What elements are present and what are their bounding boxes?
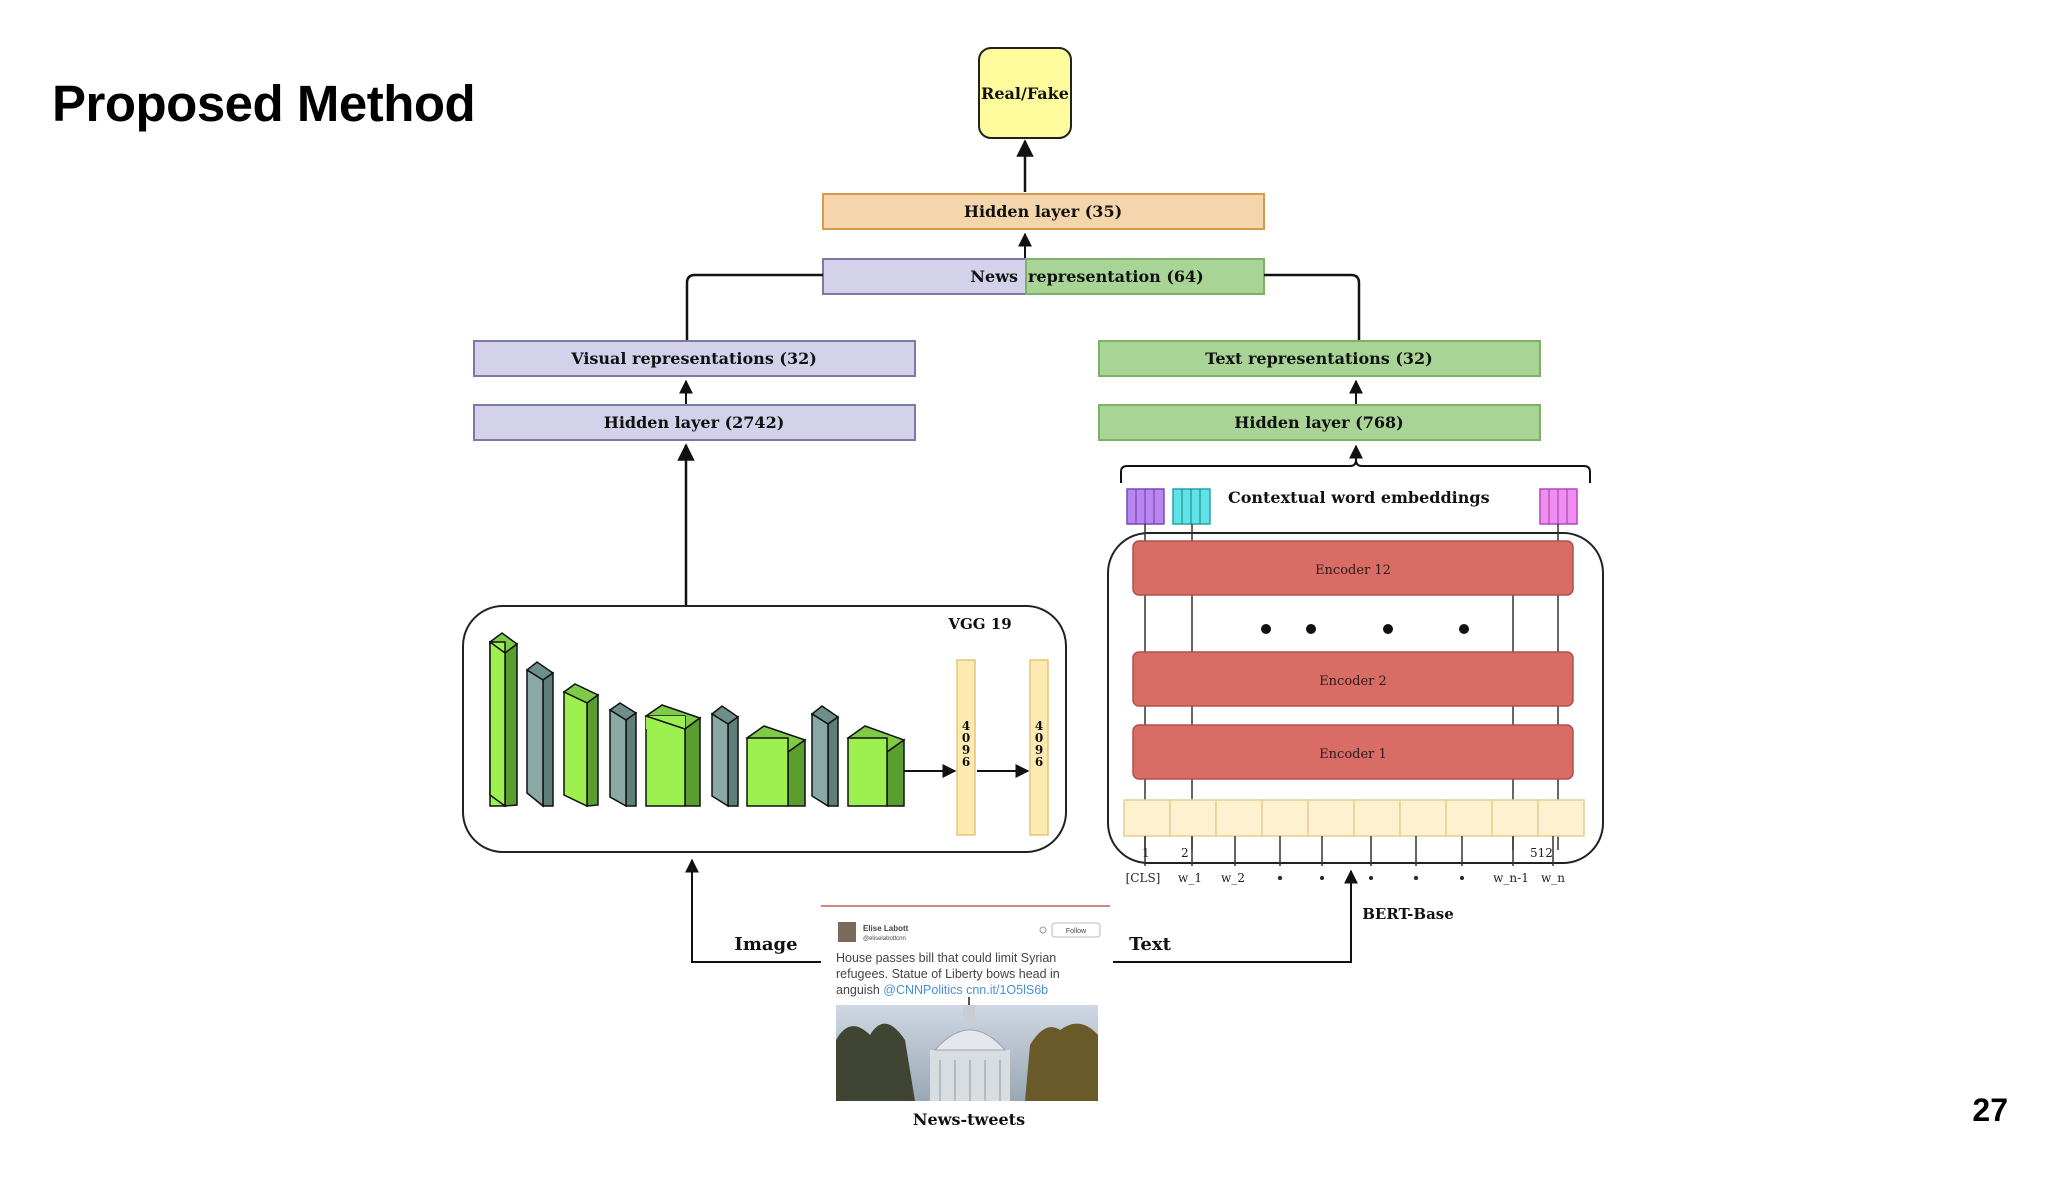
token-cls: [CLS] [1126, 871, 1161, 885]
text-to-news-connector [1264, 273, 1361, 340]
tweet-handle: @eliselabottcnn [863, 936, 906, 942]
vgg-label: VGG 19 [947, 615, 1011, 633]
encoder-12 [1132, 540, 1574, 596]
tweet-line-3: anguish @CNNPolitics cnn.it/1O5lS6b [836, 983, 1048, 997]
svg-text:0: 0 [962, 731, 970, 745]
news-tweets-label: News-tweets [913, 1110, 1025, 1129]
svg-text:6: 6 [962, 755, 970, 769]
svg-text:4: 4 [962, 719, 970, 733]
bert-base-label: BERT-Base [1362, 905, 1454, 923]
news-rep-visual-half [822, 258, 1027, 295]
svg-text:6: 6 [1035, 755, 1043, 769]
embedding-wn [1539, 488, 1578, 525]
text-rep-label: Text representations (32) [1205, 349, 1433, 368]
slide-title: Proposed Method [52, 75, 476, 132]
fc-layer-1-digits: 4 0 9 6 [962, 719, 970, 769]
text-input-label: Text [1129, 934, 1172, 955]
visual-rep-box [473, 340, 916, 377]
token-w1: w_1 [1178, 871, 1202, 885]
embedding-w1 [1172, 488, 1211, 525]
news-rep-label-left: News [970, 267, 1018, 286]
text-rep-box [1098, 340, 1541, 377]
image-input-label: Image [734, 934, 797, 955]
fc-layer-1 [956, 659, 976, 836]
hidden-layer-35-label: Hidden layer (35) [964, 202, 1122, 221]
token-w2: w_2 [1221, 871, 1245, 885]
encoder-12-label: Encoder 12 [1315, 563, 1391, 578]
token-wn-1: w_n-1 [1493, 871, 1529, 885]
hidden-layer-768-box [1098, 404, 1541, 441]
visual-to-news-connector [685, 273, 823, 340]
avatar [838, 922, 856, 942]
tweet-line-2: refugees. Statue of Liberty bows head in [836, 967, 1060, 981]
follow-label: Follow [1066, 928, 1087, 935]
news-rep-label-right: representation (64) [1028, 267, 1204, 286]
hidden-layer-2742-label: Hidden layer (2742) [604, 413, 785, 432]
page-number: 27 [1972, 1092, 2008, 1128]
svg-text:9: 9 [1035, 743, 1043, 757]
token-ticks [1144, 836, 1554, 866]
svg-text:9: 9 [962, 743, 970, 757]
encoder-1-label: Encoder 1 [1319, 747, 1387, 762]
embeddings-brace [1120, 459, 1591, 483]
token-wn: w_n [1541, 871, 1565, 885]
vgg-container [462, 605, 1067, 853]
svg-text:0: 0 [1035, 731, 1043, 745]
bert-container [1107, 532, 1604, 864]
follow-button [1051, 922, 1101, 938]
text-input-arrow [1113, 869, 1358, 963]
token-ellipsis [1278, 876, 1464, 880]
position-1: 1 [1142, 846, 1150, 860]
encoder-1 [1132, 724, 1574, 780]
hidden-layer-35-box [822, 193, 1265, 230]
tweet-author: Elise Labott [863, 924, 909, 933]
fc-layer-2-digits: 4 0 9 6 [1035, 719, 1043, 769]
position-512: 512 [1530, 846, 1553, 860]
gear-icon [1039, 926, 1047, 934]
vgg-conv-blocks [488, 632, 906, 808]
embedding-cls [1126, 488, 1165, 525]
svg-text:4: 4 [1035, 719, 1043, 733]
image-input-arrow [685, 858, 821, 963]
encoder-2 [1132, 651, 1574, 707]
position-2: 2 [1181, 846, 1189, 860]
output-box [978, 47, 1072, 139]
tweet-line-1: House passes bill that could limit Syria… [836, 951, 1056, 965]
output-label: Real/Fake [981, 84, 1069, 103]
tweet-card: Elise Labott @eliselabottcnn Follow Hous… [821, 905, 1110, 1101]
embeddings-label: Contextual word embeddings [1228, 488, 1490, 507]
hidden-layer-768-label: Hidden layer (768) [1234, 413, 1403, 432]
visual-rep-label: Visual representations (32) [570, 349, 817, 368]
encoder-ellipsis [1261, 624, 1469, 634]
hidden-layer-2742-box [473, 404, 916, 441]
tweet-photo [836, 997, 1098, 1101]
encoder-2-label: Encoder 2 [1319, 674, 1387, 689]
token-input-cells [1123, 799, 1585, 837]
news-rep-text-half [1025, 258, 1265, 295]
fc-layer-2 [1029, 659, 1049, 836]
